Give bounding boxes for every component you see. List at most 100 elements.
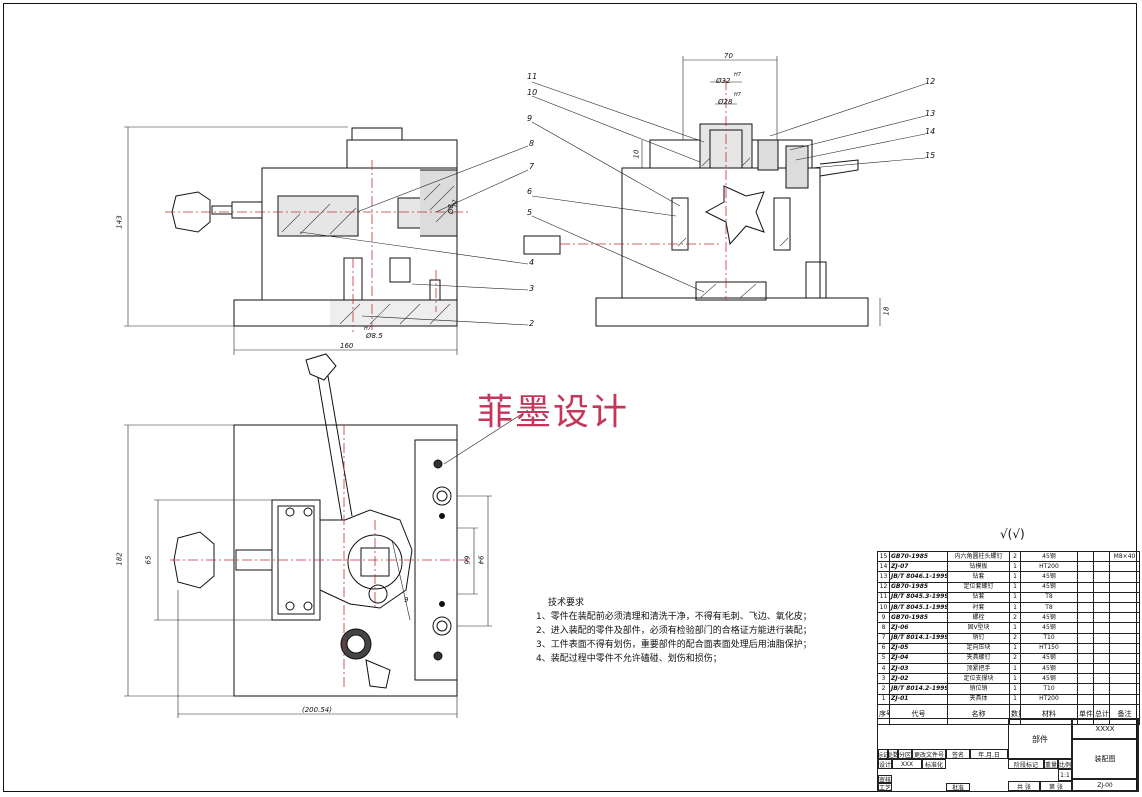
tb-drawing-type: 装配图 [1072, 739, 1138, 779]
sheet-border [3, 3, 1137, 792]
side-step: 10 [632, 149, 641, 159]
side-view [523, 56, 926, 327]
bom-cell-material: T10 [1020, 683, 1078, 695]
tb-count: 处数 [887, 749, 899, 759]
tb-total-sheets: 共 张 [1008, 781, 1040, 791]
bom-cell-code: ZJ-07 [889, 561, 948, 573]
bom-cell-qty: 1 [1009, 642, 1021, 654]
technical-requirements: 技术要求 1、零件在装配前必须清理和清洗干净，不得有毛刺、飞边、氧化皮； 2、进… [536, 596, 812, 666]
bom-cell-name: 销钉 [947, 632, 1010, 644]
side-bore-outer-tol: H7 [734, 72, 741, 78]
callout-3: 3 [529, 284, 535, 293]
workpiece-star [704, 185, 765, 246]
bom-cell-remark [1109, 581, 1140, 593]
bom-cell-qty: 1 [1009, 673, 1021, 685]
side-bore-outer: Ø32 [716, 77, 731, 85]
watermark: 菲墨设计 [477, 392, 630, 433]
top-view [124, 353, 529, 718]
bom-cell-material: T8 [1020, 601, 1078, 614]
bom-cell-unit [1077, 652, 1094, 665]
bom-cell-code: JB/T 8045.3-1999 [889, 591, 948, 603]
bom-cell-material: 45钢 [1020, 550, 1078, 563]
bom-cell-no: 13 [877, 571, 890, 583]
knob [171, 191, 211, 233]
bom-cell-code: GB70-1985 [889, 612, 948, 624]
bom-cell-unit [1077, 612, 1094, 624]
bom-cell-unit [1077, 571, 1094, 583]
front-bore-tol: H7 [364, 326, 371, 332]
bom-cell-unit [1077, 632, 1094, 644]
top-plate [346, 139, 458, 169]
bom-cell-qty: 1 [1009, 601, 1021, 614]
bom-cell-qty: 1 [1009, 693, 1021, 705]
bom-cell-unit [1077, 591, 1094, 603]
bom-cell-name: 定位支撑块 [947, 673, 1010, 685]
tb-sheet: 第 张 [1040, 781, 1072, 791]
callout-14: 14 [925, 127, 936, 136]
bom-cell-remark [1109, 601, 1140, 614]
title-block: 部件 XXXX 装配图 ZJ-00 阶段标记 重量 比例 1:1 共 张 第 张… [877, 718, 1139, 792]
tech-item-2: 2、进入装配的零件及部件，必须有检验部门的合格证方能进行装配； [536, 626, 812, 636]
front-height-dim: 143 [115, 215, 124, 229]
bom-cell-name: 衬套 [947, 601, 1010, 614]
bom-cell-material: HT200 [1020, 693, 1078, 705]
bom-cell-total [1093, 642, 1110, 654]
side-top-width: 70 [724, 52, 733, 60]
bom-cell-name: 定位套螺钉 [947, 581, 1010, 593]
bom-cell-code: JB/T 8014.2-1999 [889, 683, 948, 695]
bom-cell-no: 5 [877, 652, 890, 665]
bom-cell-no: 9 [877, 612, 890, 624]
tech-title: 技术要求 [548, 598, 585, 608]
bom-cell-material: 45钢 [1020, 581, 1078, 593]
top-inner-dim: 65 [144, 555, 153, 565]
tb-standardize: 标准化 [922, 759, 946, 769]
front-bore-dim: Ø8.5 [366, 332, 383, 340]
callout-5: 5 [527, 208, 533, 217]
bom-cell-remark [1109, 622, 1140, 634]
surface-roughness-symbol: √(√) [1000, 527, 1025, 541]
bom-cell-name: 销位销 [947, 683, 1010, 695]
bom-cell-total [1093, 622, 1110, 634]
bom-cell-name: 螺栓 [947, 612, 1010, 624]
callout-8: 8 [529, 139, 535, 148]
bom-cell-no: 12 [877, 581, 890, 593]
bom-cell-qty: 1 [1009, 581, 1021, 593]
tb-date: 年.月.日 [970, 749, 1008, 759]
bom-cell-remark [1109, 642, 1140, 654]
callout-4: 4 [529, 258, 535, 267]
bom-cell-name: 顶紧把手 [947, 663, 1010, 675]
bom-cell-no: 14 [877, 561, 890, 573]
bom-cell-remark [1109, 571, 1140, 583]
side-base [595, 297, 869, 327]
tb-company: XXXX [1072, 719, 1138, 739]
front-pin-tol: H7 [452, 199, 459, 207]
bom-cell-remark: M8×40 [1109, 550, 1140, 563]
tb-designer: XXX [892, 759, 922, 769]
bom-cell-code: ZJ-05 [889, 642, 948, 654]
bom-cell-name: 定向压块 [947, 642, 1010, 654]
bom-cell-material: HT150 [1020, 642, 1078, 654]
callout-10: 10 [527, 88, 538, 97]
side-bore-inner: Ø28 [718, 98, 733, 106]
bom-cell-code: ZJ-04 [889, 652, 948, 665]
tb-process: 工艺 [878, 783, 892, 792]
bom-cell-remark [1109, 693, 1140, 705]
bom-cell-remark [1109, 663, 1140, 675]
bom-cell-remark [1109, 683, 1140, 695]
bom-header-no: 序号 [877, 703, 890, 725]
bom-cell-remark [1109, 632, 1140, 644]
bom-cell-total [1093, 683, 1110, 695]
bom-cell-name: 钻套 [947, 571, 1010, 583]
tb-weight: 重量 [1044, 759, 1058, 769]
top-width-dim: (200.54) [302, 706, 332, 714]
bom-cell-remark [1109, 673, 1140, 685]
side-base-height: 18 [882, 306, 891, 316]
bom-cell-code: ZJ-02 [889, 673, 948, 685]
